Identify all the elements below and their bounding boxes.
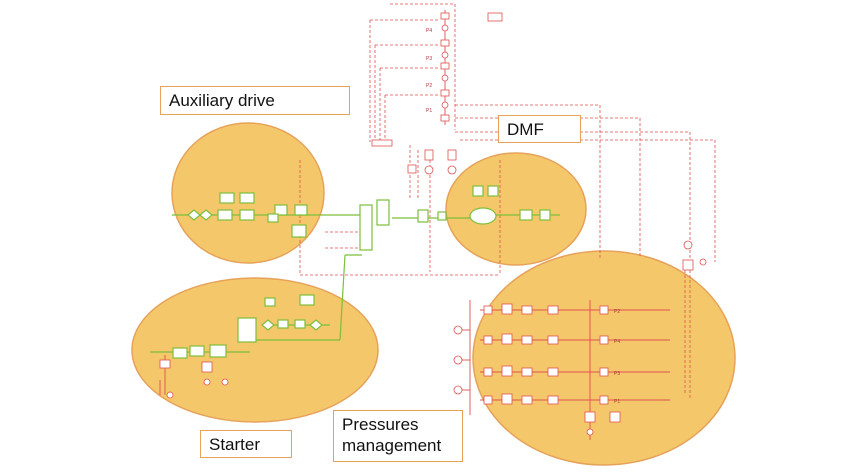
dmf-region	[445, 152, 587, 266]
starter-label: Starter	[200, 430, 292, 458]
auxiliary-drive-label: Auxiliary drive	[160, 86, 350, 115]
port-label-p1-right: P1	[614, 399, 620, 405]
port-label-p3-top: P3	[426, 56, 432, 62]
port-label-p4-right: P4	[614, 339, 620, 345]
port-label-p2-top: P2	[426, 83, 432, 89]
port-label-p4-top: P4	[426, 28, 432, 34]
port-label-p2-right: P2	[614, 309, 620, 315]
top-branch-components	[371, 12, 707, 271]
port-label-p3-right: P3	[614, 371, 620, 377]
highlight-regions	[131, 122, 736, 466]
port-label-p1-top: P1	[426, 108, 432, 114]
pressures-management-label: Pressures management	[333, 410, 463, 462]
mechanical-components	[172, 185, 551, 359]
dmf-label: DMF	[498, 115, 581, 143]
starter-region	[131, 277, 379, 423]
pressures-management-region	[472, 250, 736, 466]
pressures-components	[159, 303, 621, 436]
